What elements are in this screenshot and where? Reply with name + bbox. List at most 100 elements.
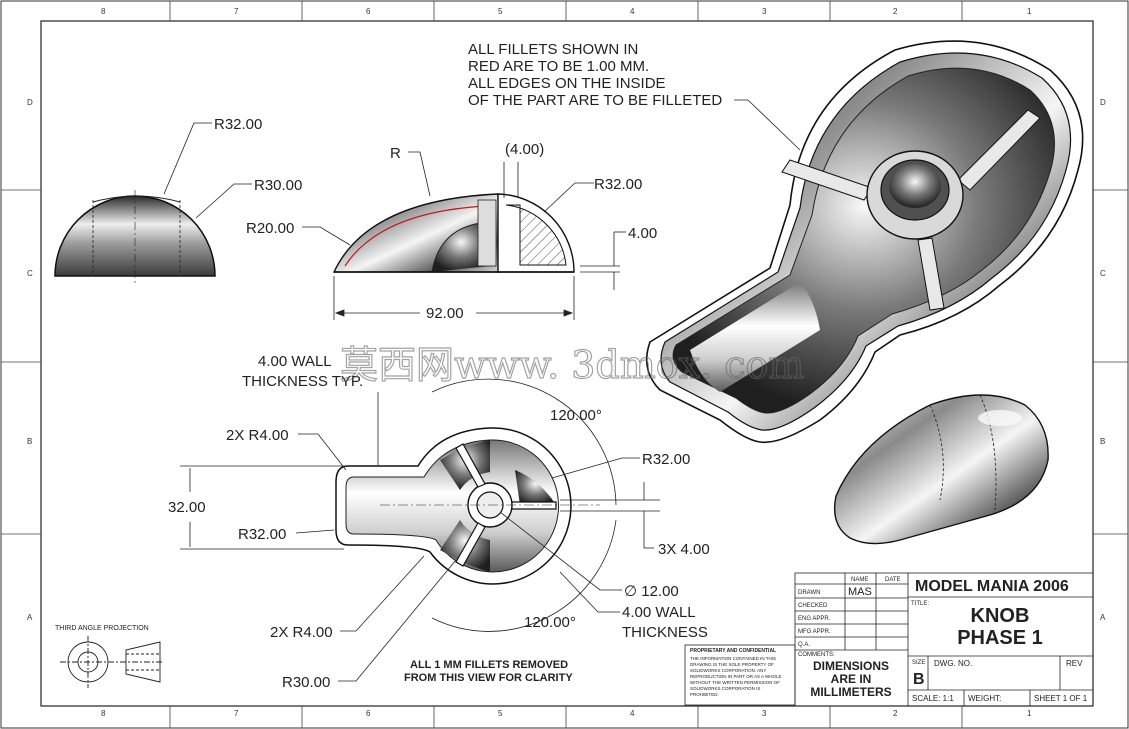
dim-top-r32-left: R32.00 <box>238 526 286 543</box>
tb-rev-label: REV <box>1066 659 1083 668</box>
dim-top-r30: R30.00 <box>282 674 330 691</box>
tb-eng-label: ENG APPR. <box>798 616 831 622</box>
zone-top-3: 3 <box>762 7 767 16</box>
dim-side-4-ref: (4.00) <box>505 141 544 158</box>
tb-proprietary-line-7: PROHIBITED. <box>690 692 719 697</box>
leader-r30 <box>338 559 457 682</box>
tb-drawn-name: MAS <box>848 586 872 598</box>
leader-side-r32 <box>543 182 594 213</box>
zone-bottom-7: 7 <box>234 709 239 718</box>
tb-qa-label: Q.A. <box>798 642 810 648</box>
third-angle-symbol <box>60 636 164 688</box>
note-wall-typ-line-1: 4.00 WALL <box>258 353 332 370</box>
dim-lines-top-32 <box>180 465 344 550</box>
note-wall-line-1: 4.00 WALL <box>622 604 696 621</box>
tb-proprietary-line-4: REPRODUCTION IN PART OR AS A WHOLE <box>690 674 782 679</box>
tb-proprietary-line-1: THE INFORMATION CONTAINED IN THIS <box>690 656 776 661</box>
leader-r32-right <box>551 457 640 479</box>
tb-date-header: DATE <box>885 577 901 583</box>
zone-left-d: D <box>27 98 33 107</box>
leader-left-r30 <box>195 183 252 219</box>
tb-size-value: B <box>913 671 925 688</box>
tb-proprietary-line-6: SOLIDWORKS CORPORATION IS <box>690 686 760 691</box>
tb-dwg-label: DWG. NO. <box>934 659 972 668</box>
fillet-note-line-2: RED ARE TO BE 1.00 MM. <box>468 58 649 75</box>
zone-bottom-6: 6 <box>366 709 371 718</box>
leader-fillet-note <box>734 99 801 151</box>
tb-mfg-label: MFG APPR. <box>798 629 831 635</box>
zone-right-b: B <box>1100 437 1105 446</box>
zone-right-a: A <box>1100 613 1106 622</box>
tb-proprietary-title: PROPRIETARY AND CONFIDENTIAL <box>690 648 776 654</box>
leader-left-r32 <box>163 122 212 195</box>
tb-dims-line-2: ARE IN <box>831 672 872 686</box>
leader-2x-r4-a <box>298 433 347 471</box>
leader-dia12 <box>499 511 622 591</box>
tb-company: MODEL MANIA 2006 <box>915 578 1069 595</box>
tb-title-label: TITLE: <box>911 601 929 607</box>
note-wall-line-2: THICKNESS <box>622 624 708 641</box>
tb-checked-label: CHECKED <box>798 603 828 609</box>
dim-top-120-a: 120.00° <box>550 407 602 424</box>
dim-top-32: 32.00 <box>168 499 206 516</box>
zone-top-1: 1 <box>1027 7 1032 16</box>
zone-bottom-1: 1 <box>1027 709 1032 718</box>
zone-left-a: A <box>27 613 33 622</box>
zone-bottom-2: 2 <box>893 709 898 718</box>
top-view <box>335 427 600 585</box>
tb-proprietary-line-5: WITHOUT THE WRITTEN PERMISSION OF <box>690 680 780 685</box>
leader-side-r <box>408 151 431 197</box>
note-fillets-removed-line-2: FROM THIS VIEW FOR CLARITY <box>404 672 573 684</box>
tb-weight: WEIGHT: <box>968 694 1001 703</box>
zone-top-2: 2 <box>893 7 898 16</box>
tb-comments-label: COMMENTS: <box>798 652 835 658</box>
isometric-view-large <box>645 40 1084 444</box>
leader-2x-r4-b <box>340 555 425 632</box>
tb-dims-line-1: DIMENSIONS <box>813 659 889 673</box>
front-view <box>54 190 216 285</box>
leader-wall <box>559 571 620 613</box>
zone-bottom-8: 8 <box>101 709 106 718</box>
tb-sheet: SHEET 1 OF 1 <box>1034 694 1088 703</box>
inner-border <box>40 20 1094 707</box>
arc-120-a <box>431 378 617 506</box>
dim-side-r32: R32.00 <box>594 176 642 193</box>
isometric-view-small <box>833 394 1049 545</box>
tb-scale: SCALE: 1:1 <box>912 694 954 703</box>
fillet-note-line-1: ALL FILLETS SHOWN IN <box>468 41 638 58</box>
zone-top-4: 4 <box>630 7 635 16</box>
title-block <box>684 572 1094 707</box>
dim-top-dia12: ∅ 12.00 <box>624 583 679 600</box>
dim-top-r32-right: R32.00 <box>642 451 690 468</box>
zone-bottom-4: 4 <box>630 709 635 718</box>
dim-top-3x4: 3X 4.00 <box>658 541 710 558</box>
dim-lines-top-3x4 <box>560 482 660 549</box>
zone-bottom-3: 3 <box>762 709 767 718</box>
dim-lines-side-4 <box>580 231 626 290</box>
tb-drawn-label: DRAWN <box>798 590 820 596</box>
tb-size-label: SIZE <box>912 660 925 666</box>
note-fillets-removed-line-1: ALL 1 MM FILLETS REMOVED <box>410 659 568 671</box>
tb-proprietary-line-3: SOLIDWORKS CORPORATION. ANY <box>690 668 766 673</box>
fillet-note-line-4: OF THE PART ARE TO BE FILLETED <box>468 92 722 109</box>
dim-lines-side-92 <box>333 276 575 320</box>
tb-name-header: NAME <box>851 577 868 583</box>
fillet-note-line-3: ALL EDGES ON THE INSIDE <box>468 75 666 92</box>
zone-left-b: B <box>27 437 32 446</box>
zone-right-c: C <box>1100 269 1106 278</box>
arc-120-b <box>431 519 617 632</box>
dim-top-2x-r4-b: 2X R4.00 <box>270 624 333 641</box>
leader-r32-left <box>295 529 335 534</box>
zone-top-8: 8 <box>101 7 106 16</box>
dim-side-r: R <box>390 145 401 162</box>
dim-side-92: 92.00 <box>426 305 464 322</box>
dim-left-r30: R30.00 <box>254 177 302 194</box>
watermark: 莫西网www. 3dmox. com <box>340 343 804 387</box>
dim-side-4: 4.00 <box>628 225 657 242</box>
dim-side-r20: R20.00 <box>246 220 294 237</box>
tb-proprietary-line-2: DRAWING IS THE SOLE PROPERTY OF <box>690 662 774 667</box>
tb-title-line-1: KNOB <box>971 605 1030 627</box>
